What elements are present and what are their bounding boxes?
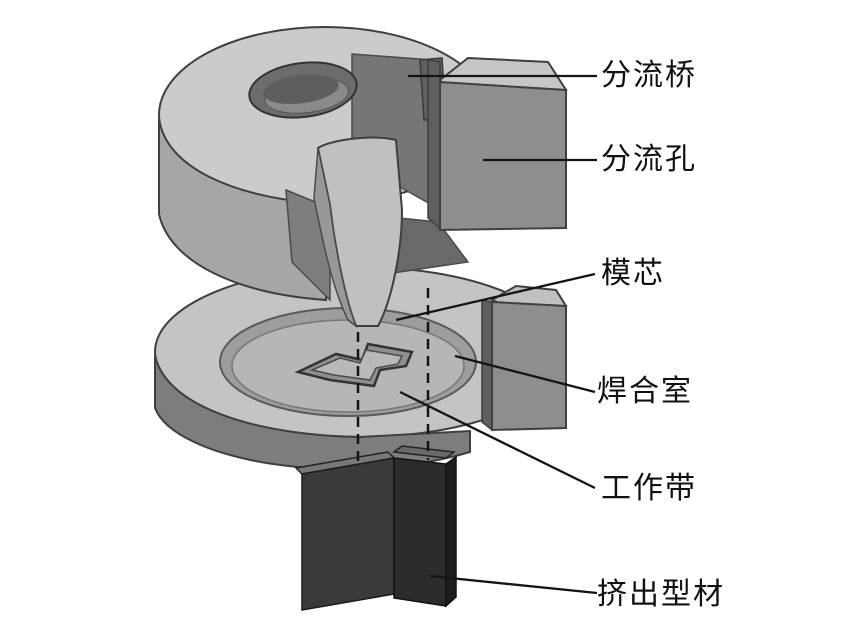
porthole-opening [248, 61, 358, 119]
lower-die [154, 266, 568, 471]
label-bearing-band: 工作带 [601, 471, 697, 506]
mandrel-side-shade [313, 147, 358, 329]
label-porthole: 分流孔 [601, 142, 697, 177]
lower-die-front-wall [154, 354, 471, 471]
profile-left-face [301, 457, 395, 611]
upper-die-block-cut-face [439, 80, 567, 232]
leader-extruded-profile [429, 574, 598, 595]
upper-die [158, 26, 568, 329]
leader-lines [395, 74, 598, 595]
label-bridge: 分流桥 [601, 58, 697, 93]
label-mandrel: 模芯 [601, 256, 665, 291]
label-welding-chamber: 焊合室 [597, 374, 693, 409]
leader-welding-chamber [454, 354, 596, 394]
lower-die-block-cut-face [491, 300, 567, 432]
label-extruded-profile: 挤出型材 [597, 577, 725, 612]
upper-die-left-wall [158, 117, 327, 302]
leader-bearing-band [399, 390, 596, 490]
extruded-profile-shape [294, 445, 457, 611]
upper-die-cut-inner-edge [427, 59, 441, 230]
profile-right-side [445, 455, 457, 608]
profile-right-top-edge [392, 445, 456, 459]
porthole-bore [263, 74, 339, 104]
leader-mandrel [395, 272, 596, 322]
extrusion-axis-guides [356, 288, 430, 468]
profile-right-face [393, 457, 447, 607]
bearing-orifice-ledge [309, 349, 404, 381]
